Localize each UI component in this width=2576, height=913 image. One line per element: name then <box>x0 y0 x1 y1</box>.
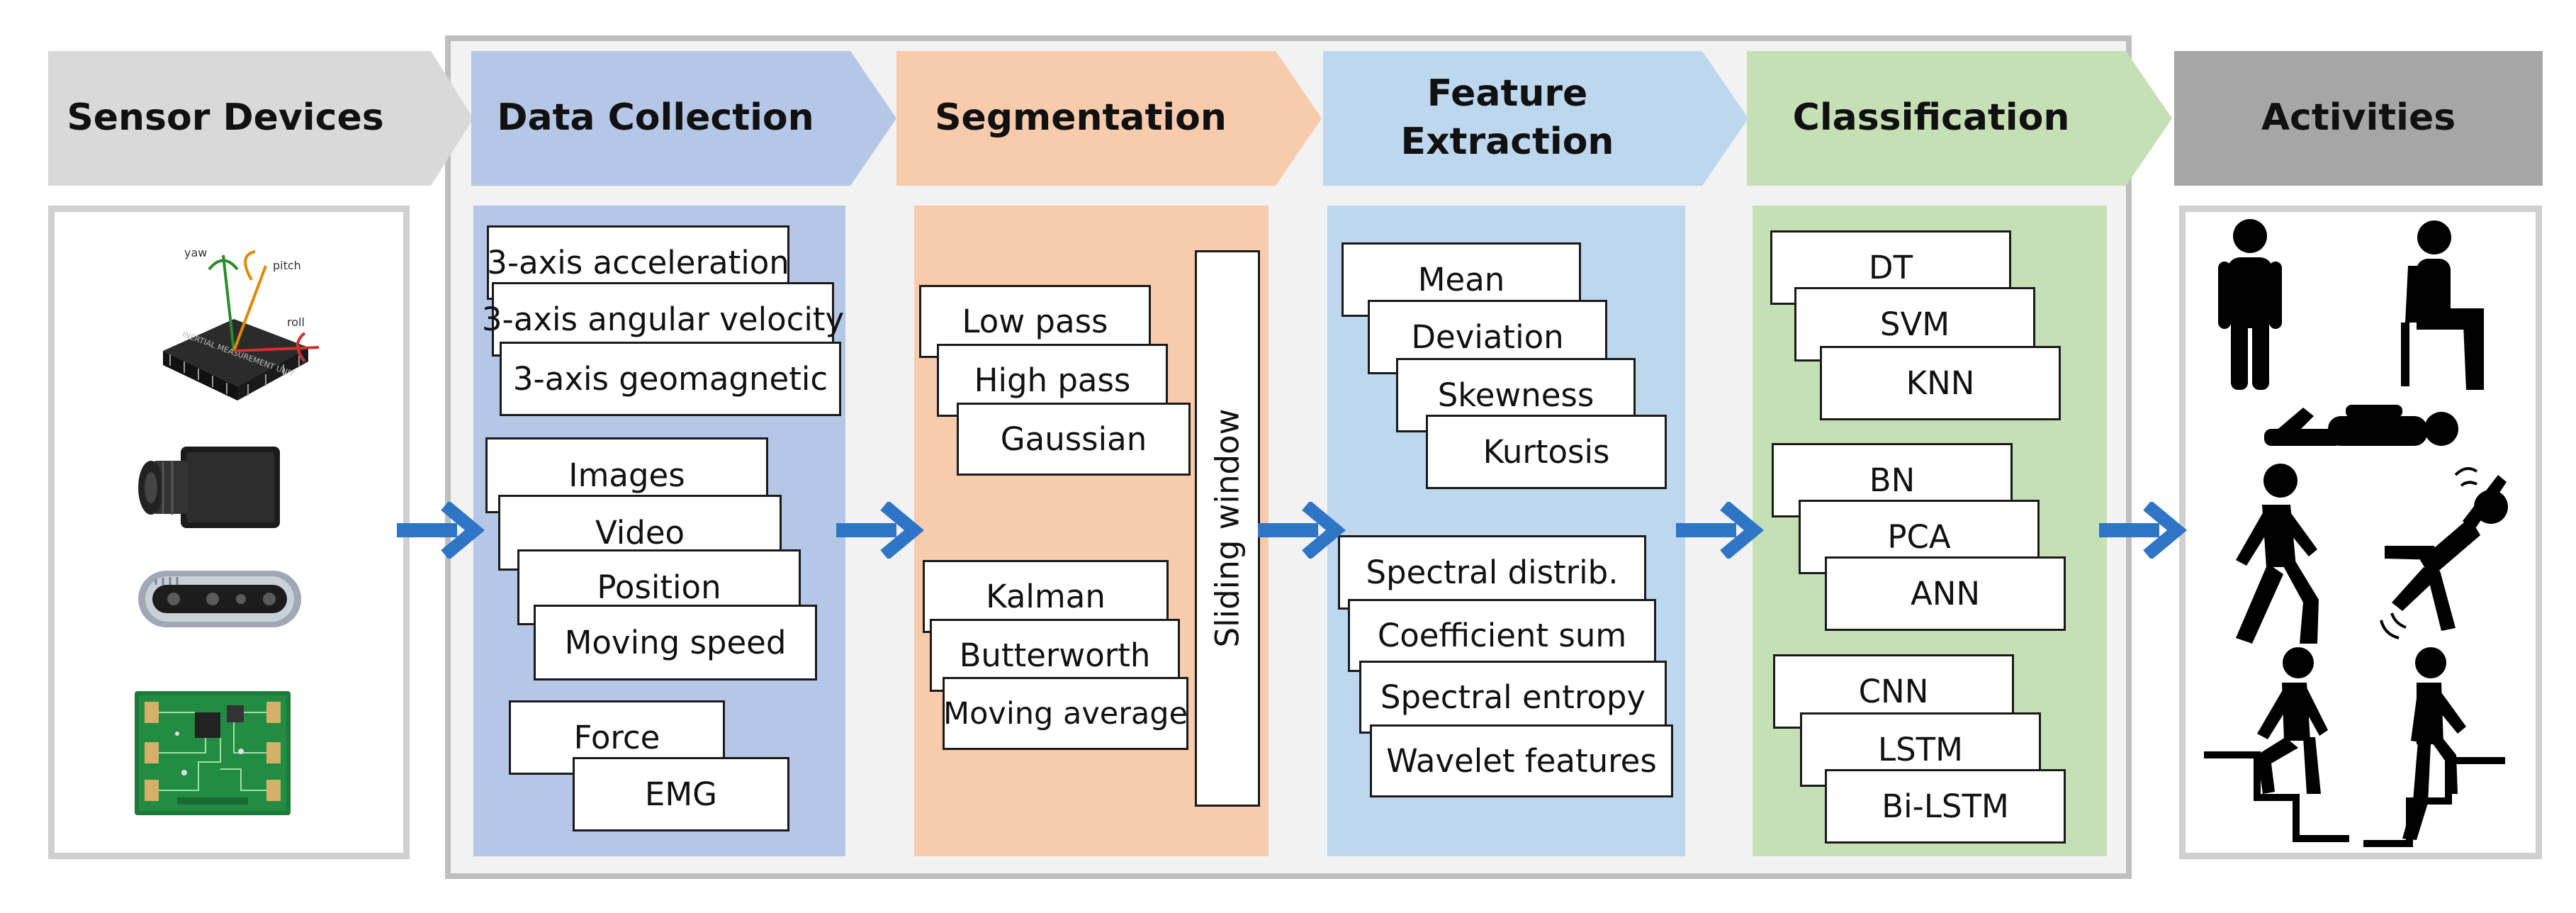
header-sensor-devices-shape <box>48 51 473 186</box>
lying-person-icon <box>2264 405 2458 446</box>
box-spectral-distrib: Spectral distrib. <box>1338 535 1646 610</box>
header-classification-shape <box>1747 51 2172 186</box>
sliding-window-label: Sliding window <box>1208 408 1247 648</box>
climbing-stairs-person-icon <box>2204 647 2349 842</box>
box-gaussian: Gaussian <box>957 403 1191 476</box>
radar-board-icon <box>135 691 291 815</box>
arrow-segmentation-to-features-icon <box>1258 502 1346 559</box>
depth-camera-icon <box>138 571 301 627</box>
imu-yaw-label: yaw <box>184 246 207 259</box>
header-segmentation: Segmentation <box>935 96 1227 140</box>
arrow-collection-to-segmentation-icon <box>836 502 925 559</box>
camera-icon <box>138 447 280 528</box>
box-knn: KNN <box>1820 346 2061 420</box>
box-moving-average: Moving average <box>943 677 1188 750</box>
box-wavelet-features: Wavelet features <box>1370 724 1673 797</box>
box-kurtosis: Kurtosis <box>1426 415 1667 489</box>
header-data-collection-shape <box>471 51 896 186</box>
header-feature-extraction: Feature Extraction <box>1323 51 1692 186</box>
arrow-sensor-to-collection-icon <box>397 502 485 559</box>
header-sensor-devices: Sensor Devices <box>67 96 384 140</box>
header-feature-extraction-line2: Extraction <box>1400 121 1614 163</box>
standing-person-icon <box>2218 219 2282 390</box>
box-3-axis-geomagnetic: 3-axis geomagnetic <box>500 342 841 416</box>
walking-person-icon <box>2236 464 2319 644</box>
descending-stairs-person-icon <box>2363 647 2505 847</box>
box-moving-speed: Moving speed <box>534 605 817 680</box>
falling-person-icon <box>2380 467 2508 639</box>
header-activities-shape <box>2174 51 2543 186</box>
header-activities: Activities <box>2261 96 2456 140</box>
header-data-collection: Data Collection <box>497 96 814 140</box>
box-emg: EMG <box>573 757 789 831</box>
arrow-features-to-classification-icon <box>1676 502 1765 559</box>
header-classification: Classification <box>1792 96 2070 140</box>
imu-chip-icon: INERTIAL MEASUREMENT UNIT yaw pitch roll <box>163 246 320 401</box>
box-coefficient-sum: Coefficient sum <box>1348 599 1656 672</box>
sitting-person-icon <box>2401 220 2484 390</box>
imu-pitch-label: pitch <box>273 259 301 272</box>
header-feature-extraction-line1: Feature <box>1427 72 1588 116</box>
box-ann: ANN <box>1825 556 2066 631</box>
header-segmentation-shape <box>896 51 1322 186</box>
box-bi-lstm: Bi-LSTM <box>1825 769 2066 844</box>
header-feature-extraction-shape <box>1323 51 1748 186</box>
imu-roll-label: roll <box>287 315 305 329</box>
arrow-classification-to-activities-icon <box>2099 502 2188 559</box>
box-spectral-entropy: Spectral entropy <box>1359 661 1667 734</box>
